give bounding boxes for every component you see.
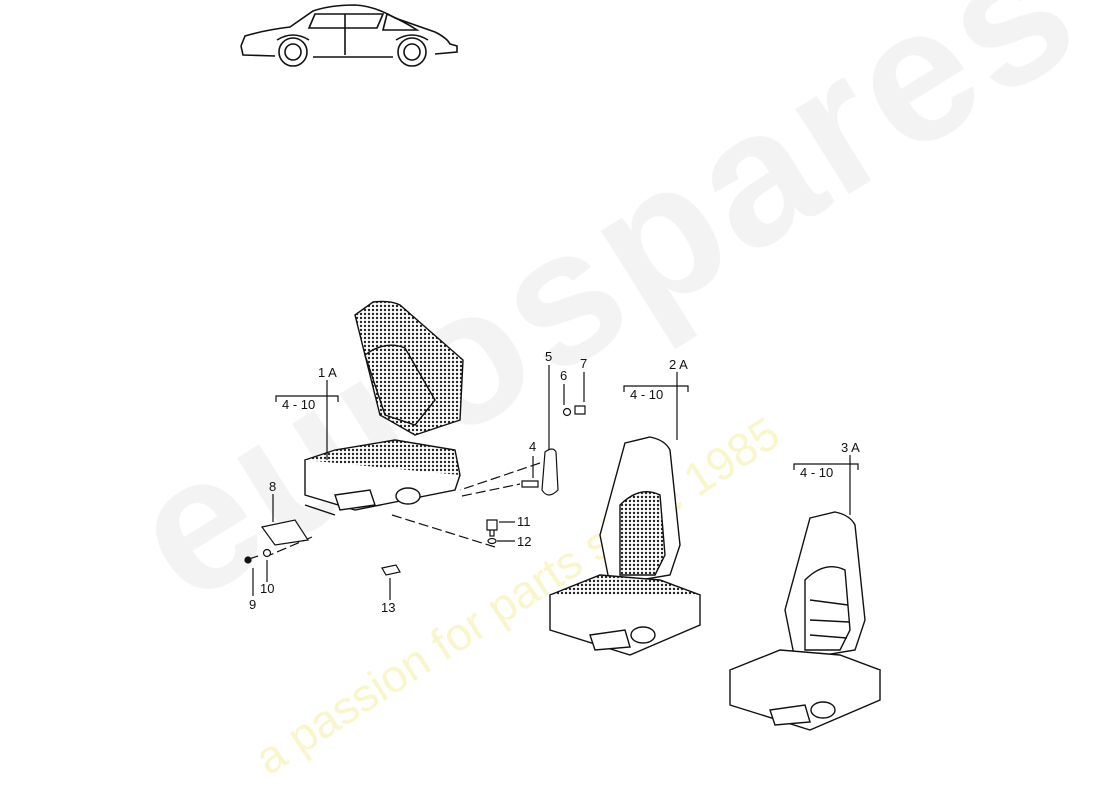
callout-8[interactable]: 8 [269, 479, 277, 494]
callout-13[interactable]: 13 [381, 600, 396, 615]
seat-1a-illustration [304, 300, 464, 516]
callout-5[interactable]: 5 [545, 349, 553, 364]
assembly-3a-label[interactable]: 3 A [841, 440, 860, 455]
callout-11[interactable]: 11 [517, 514, 531, 529]
seat-2a-illustration [549, 436, 702, 656]
assembly-3a-range: 4 - 10 [800, 465, 834, 480]
callout-7[interactable]: 7 [580, 356, 588, 371]
assembly-1a-label[interactable]: 1 A [318, 365, 337, 380]
assembly-1a-range: 4 - 10 [282, 397, 316, 412]
assembly-2a-label[interactable]: 2 A [669, 357, 688, 372]
callout-9[interactable]: 9 [249, 597, 257, 612]
callout-6[interactable]: 6 [560, 368, 568, 383]
seat-3a-illustration [729, 511, 882, 731]
callout-10[interactable]: 10 [260, 581, 275, 596]
callout-4[interactable]: 4 [529, 439, 537, 454]
car-thumbnail-icon [240, 4, 458, 67]
callout-12[interactable]: 12 [517, 534, 532, 549]
assembly-2a-range: 4 - 10 [630, 387, 664, 402]
